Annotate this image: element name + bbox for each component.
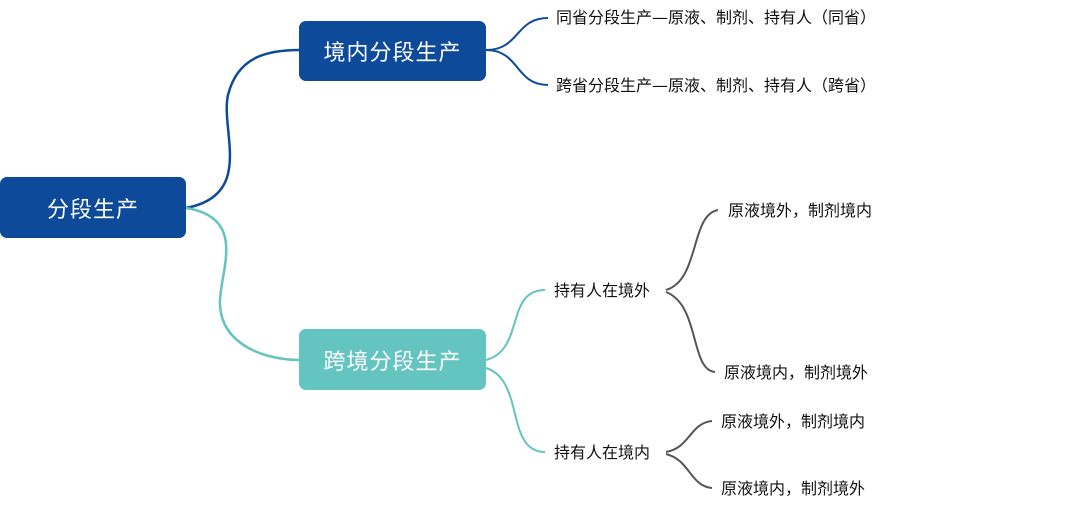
leaf-domestic-2[interactable]: 原液境内，制剂境外: [721, 479, 866, 498]
leaf-domestic-1[interactable]: 原液境外，制剂境内: [721, 412, 866, 431]
root-node[interactable]: 分段生产: [0, 177, 186, 238]
node-holder-domestic[interactable]: 持有人在境内: [554, 443, 651, 462]
leaf-abroad-2[interactable]: 原液境内，制剂境外: [724, 363, 869, 382]
connector-domestic-leaf-1: [665, 420, 713, 453]
node-cross-province[interactable]: 跨省分段生产—原液、制剂、持有人（跨省）: [556, 76, 877, 95]
connector-abroad-leaf-2: [665, 291, 716, 373]
connector-domestic-cross-province: [485, 49, 549, 86]
connector-abroad-leaf-1: [665, 209, 719, 291]
branch-node-crossborder[interactable]: 跨境分段生产: [299, 329, 486, 390]
connector-root-domestic: [185, 48, 301, 210]
connector-crossborder-holder-abroad: [485, 289, 546, 361]
branch-node-domestic[interactable]: 境内分段生产: [299, 21, 486, 81]
connector-domestic-leaf-2: [665, 453, 713, 489]
connector-crossborder-holder-domestic: [485, 367, 546, 453]
node-same-province[interactable]: 同省分段生产—原液、制剂、持有人（同省）: [556, 8, 877, 27]
connector-domestic-same-province: [485, 17, 549, 51]
leaf-abroad-1[interactable]: 原液境外，制剂境内: [728, 201, 873, 220]
node-holder-abroad[interactable]: 持有人在境外: [554, 281, 651, 300]
connector-root-crossborder: [185, 206, 301, 362]
